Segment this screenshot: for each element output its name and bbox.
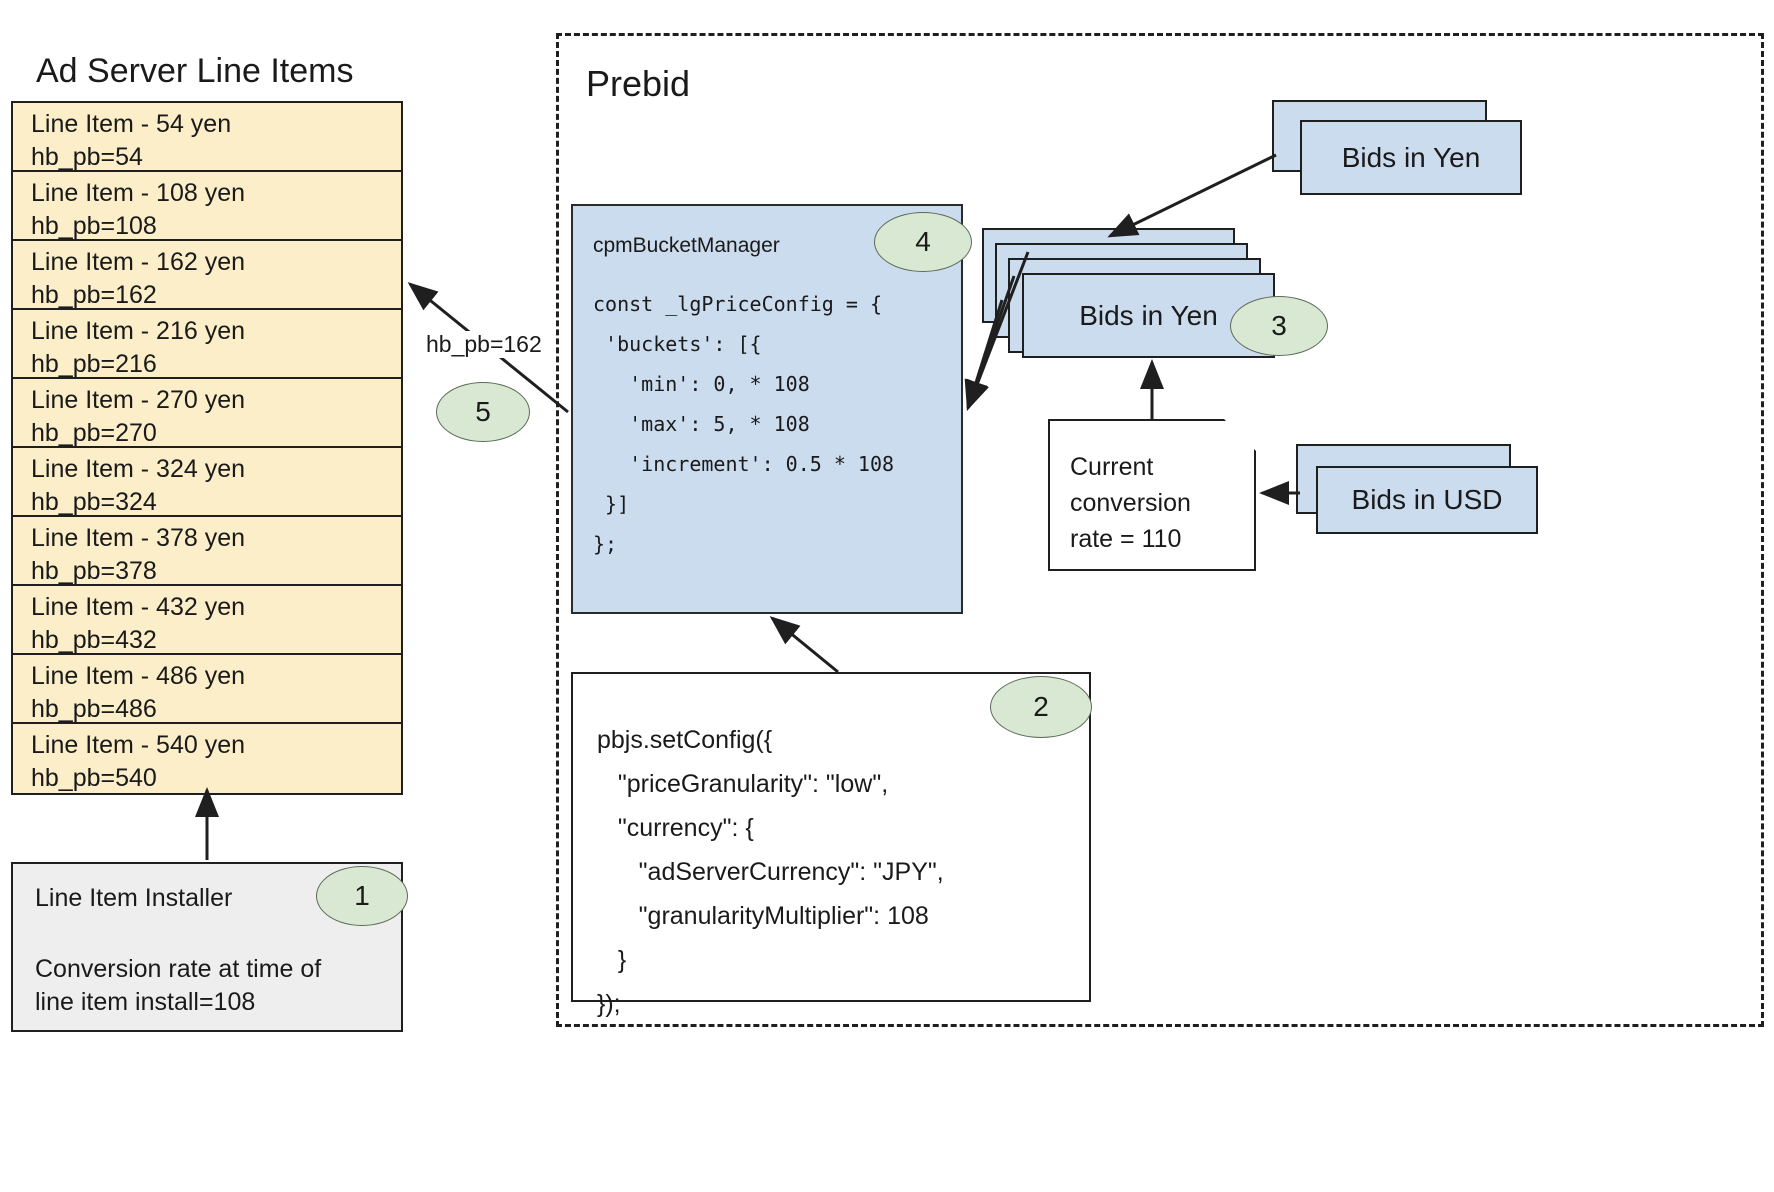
bids-in-yen-card-front: Bids in Yen (1022, 273, 1275, 358)
installer-note-line-1: Conversion rate at time of (35, 955, 322, 983)
conversion-note-line-2: conversion (1070, 489, 1191, 517)
step-badge-1: 1 (316, 866, 408, 926)
line-item-name: Line Item - 432 yen (31, 593, 246, 621)
line-item-name: Line Item - 378 yen (31, 524, 246, 552)
line-item-key: hb_pb=486 (31, 695, 157, 723)
line-item-key: hb_pb=108 (31, 212, 157, 240)
ad-server-line-items-title: Ad Server Line Items (36, 52, 354, 90)
cpm-code-line: 'min': 0, * 108 (593, 372, 810, 396)
line-item-key: hb_pb=216 (31, 350, 157, 378)
line-item-installer-title: Line Item Installer (35, 884, 233, 912)
setconfig-code-line: "priceGranularity": "low", (597, 770, 889, 798)
setconfig-code-line: }); (597, 990, 621, 1018)
step-badge-5: 5 (436, 382, 530, 442)
cpm-bucket-manager-box: cpmBucketManager const _lgPriceConfig = … (571, 204, 963, 614)
step-badge-3: 3 (1230, 296, 1328, 356)
cpm-code-line: }; (593, 532, 618, 556)
conversion-note-line-1: Current (1070, 453, 1154, 481)
line-item-row: Line Item - 270 yen hb_pb=270 (13, 379, 401, 448)
line-item-row: Line Item - 54 yen hb_pb=54 (13, 103, 401, 172)
line-item-name: Line Item - 216 yen (31, 317, 246, 345)
setconfig-code-line: "adServerCurrency": "JPY", (597, 858, 944, 886)
bids-in-yen-mid-label: Bids in Yen (1079, 299, 1218, 331)
conversion-rate-note: Current conversion rate = 110 (1048, 419, 1256, 571)
step-badge-2: 2 (990, 676, 1092, 738)
line-item-row: Line Item - 324 yen hb_pb=324 (13, 448, 401, 517)
line-item-installer-note: Conversion rate at time of line item ins… (35, 953, 385, 1019)
bids-in-usd-stack: Bids in USD (1296, 444, 1538, 534)
line-item-row: Line Item - 486 yen hb_pb=486 (13, 655, 401, 724)
line-item-key: hb_pb=432 (31, 626, 157, 654)
bids-in-yen-top-stack: Bids in Yen (1272, 100, 1522, 195)
cpm-code-line: const _lgPriceConfig = { (593, 292, 882, 316)
line-item-name: Line Item - 162 yen (31, 248, 246, 276)
cpm-code-line: 'max': 5, * 108 (593, 412, 810, 436)
line-item-key: hb_pb=54 (31, 143, 143, 171)
step-badge-4: 4 (874, 212, 972, 272)
line-item-name: Line Item - 54 yen (31, 110, 232, 138)
setconfig-code-line: "currency": { (597, 814, 754, 842)
prebid-title: Prebid (586, 63, 691, 104)
note-shape (1048, 419, 1256, 571)
line-item-row: Line Item - 540 yen hb_pb=540 (13, 724, 401, 793)
line-item-row: Line Item - 162 yen hb_pb=162 (13, 241, 401, 310)
line-item-key: hb_pb=378 (31, 557, 157, 585)
cpm-code-line: }] (593, 492, 630, 516)
line-item-key: hb_pb=270 (31, 419, 157, 447)
line-item-name: Line Item - 324 yen (31, 455, 246, 483)
cpm-code-line: 'buckets': [{ (593, 332, 762, 356)
line-item-name: Line Item - 108 yen (31, 179, 246, 207)
installer-note-line-2: line item install=108 (35, 988, 256, 1016)
line-item-list: Line Item - 54 yen hb_pb=54 Line Item - … (11, 101, 403, 795)
line-item-row: Line Item - 216 yen hb_pb=216 (13, 310, 401, 379)
line-item-key: hb_pb=162 (31, 281, 157, 309)
line-item-row: Line Item - 432 yen hb_pb=432 (13, 586, 401, 655)
cpm-bucket-manager-title: cpmBucketManager (593, 234, 780, 257)
line-item-row: Line Item - 378 yen hb_pb=378 (13, 517, 401, 586)
line-item-key: hb_pb=540 (31, 764, 157, 792)
conversion-note-line-3: rate = 110 (1070, 525, 1182, 553)
line-item-name: Line Item - 486 yen (31, 662, 246, 690)
line-item-name: Line Item - 270 yen (31, 386, 246, 414)
line-item-key: hb_pb=324 (31, 488, 157, 516)
cpm-code-line: 'increment': 0.5 * 108 (593, 452, 895, 476)
setconfig-code-line: } (597, 946, 627, 974)
hb-pb-edge-label: hb_pb=162 (424, 331, 544, 358)
bids-in-usd-label: Bids in USD (1351, 484, 1503, 515)
bids-in-yen-top-label: Bids in Yen (1341, 141, 1481, 173)
conversion-note-text: Current conversion rate = 110 (1070, 449, 1191, 557)
line-item-row: Line Item - 108 yen hb_pb=108 (13, 172, 401, 241)
bids-in-usd-card-front: Bids in USD (1316, 466, 1538, 534)
bids-in-yen-card-front: Bids in Yen (1300, 120, 1522, 195)
line-item-name: Line Item - 540 yen (31, 731, 246, 759)
setconfig-code-line: pbjs.setConfig({ (597, 726, 773, 754)
setconfig-code-line: "granularityMultiplier": 108 (597, 902, 929, 930)
prebid-boundary (556, 33, 1764, 1027)
